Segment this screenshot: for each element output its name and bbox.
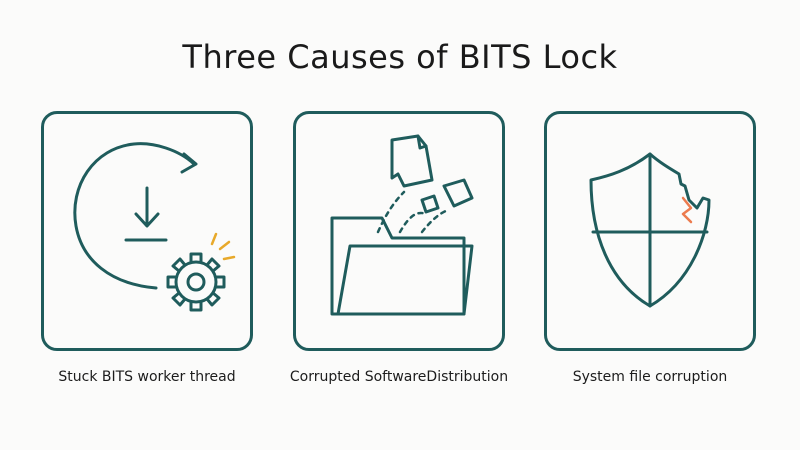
download-arrow-gear-icon	[73, 142, 236, 312]
diagram-title: Three Causes of BITS Lock	[182, 38, 618, 76]
panel-stuck-bits-worker	[41, 111, 253, 351]
panel-caption: Corrupted SoftwareDistribution	[289, 369, 509, 385]
folder-flying-papers-icon	[330, 134, 474, 316]
cracked-shield-icon	[589, 152, 711, 308]
panel-caption: Stuck BITS worker thread	[58, 369, 236, 385]
panel-corrupted-softwaredistribution	[293, 111, 505, 351]
panel-system-file-corruption	[544, 111, 756, 351]
panel-caption: System file corruption	[572, 369, 728, 385]
